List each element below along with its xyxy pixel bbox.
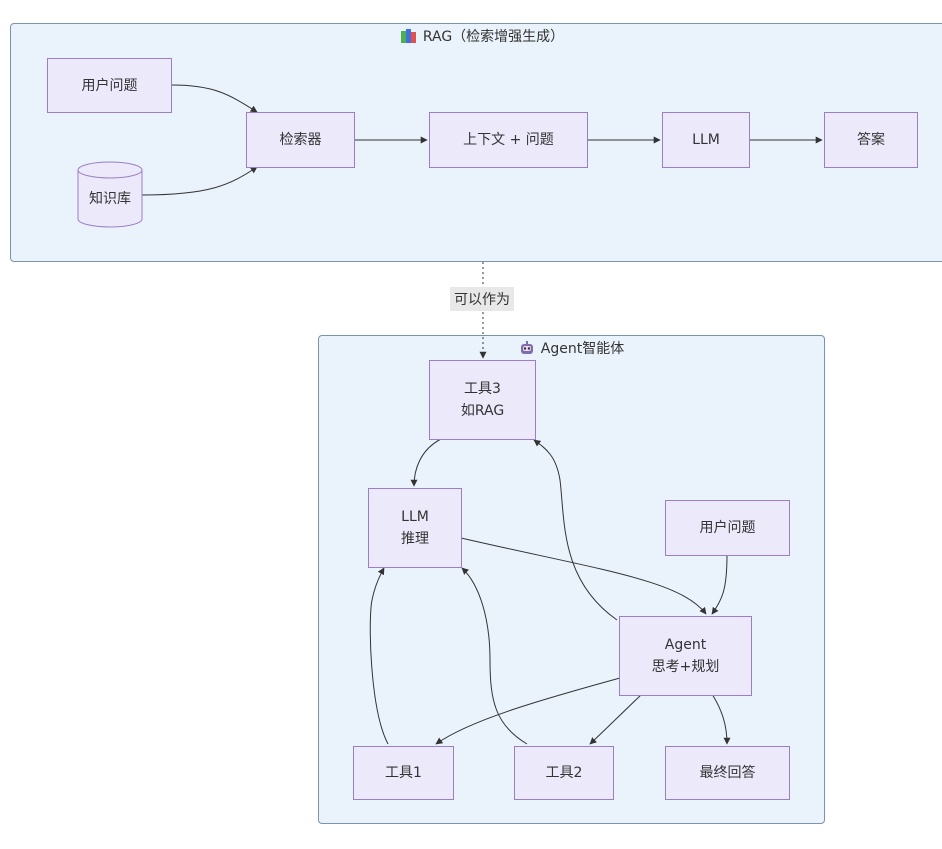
edge-question-retriever (171, 84, 258, 113)
agent-cluster: Agent智能体 (318, 335, 825, 824)
robot-icon (520, 341, 533, 354)
node-tool2: 工具2 (514, 746, 614, 800)
edge-kb-retriever (140, 166, 258, 196)
node-agent-user-question: 用户问题 (665, 500, 790, 556)
node-llm-reasoning-line2: 推理 (401, 531, 429, 547)
node-tool3-line1: 工具3 (464, 381, 501, 397)
edge-agent-tool3 (533, 439, 618, 621)
edge-tool2-llm (461, 567, 528, 745)
node-rag-user-question: 用户问题 (47, 58, 172, 113)
edge-agent-tool1 (435, 677, 621, 745)
rag-cluster-title: RAG（检索增强生成） (422, 29, 565, 45)
node-tool3: 工具3 如RAG (429, 360, 536, 440)
edge-tool3-llm (410, 438, 442, 487)
edge-tool1-llm (369, 567, 389, 745)
node-answer: 答案 (824, 112, 918, 168)
node-tool1: 工具1 (353, 746, 454, 800)
agent-cluster-title: Agent智能体 (540, 341, 625, 357)
node-tool3-line2: 如RAG (460, 403, 505, 419)
edge-agent-final (711, 693, 731, 745)
edge-llm-agent (460, 537, 707, 615)
node-knowledge-base: 知识库 (89, 191, 131, 207)
node-llm-reasoning-line1: LLM (401, 509, 429, 525)
node-llm-reasoning: LLM 推理 (368, 488, 462, 568)
edge-label-can-be-used-as: 可以作为 (450, 287, 514, 311)
node-context-question: 上下文 + 问题 (429, 112, 588, 168)
node-agent-line2: 思考+规划 (651, 659, 720, 675)
node-agent: Agent 思考+规划 (619, 616, 752, 696)
database-icon (77, 161, 143, 228)
edge-question-agent (711, 554, 728, 615)
node-rag-llm: LLM (662, 112, 750, 168)
node-final-answer: 最终回答 (665, 746, 790, 800)
node-agent-line1: Agent (664, 637, 707, 653)
edge-agent-tool2 (589, 693, 643, 745)
books-icon (400, 29, 416, 43)
node-retriever: 检索器 (246, 112, 355, 168)
